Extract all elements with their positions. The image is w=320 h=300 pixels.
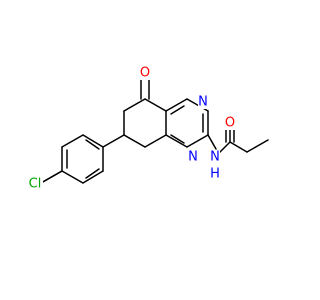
bond [246,139,269,153]
bond [40,170,63,184]
bond [207,134,217,150]
bond-aromatic-inner [170,105,185,115]
bond [123,134,146,148]
atom-h-amide: H [210,167,220,182]
bond [165,134,188,148]
atom-n-ring-lower: N [188,150,198,165]
atom-o-amide: O [225,116,235,131]
bond [61,134,84,148]
bond-lines [40,79,269,184]
atom-cl: Cl [29,177,42,192]
atom-o-ketone: O [140,66,150,81]
bond [102,134,125,148]
bond-aromatic-inner [170,134,185,144]
bond [218,141,231,154]
bond [82,170,104,184]
atom-n-amide: N [210,150,220,165]
atom-n-ring-upper: N [198,95,208,110]
bond [82,134,104,148]
bond [61,170,84,184]
bond [165,98,188,112]
bond [144,98,167,112]
atom-labels: O N N O N H Cl [27,66,235,192]
molecule-structure-canvas: O N N O N H Cl [27,65,269,192]
bond-aromatic-inner [85,168,100,179]
bond-aromatic-inner [85,139,100,150]
molecule-structure-diagram: O N N O N H Cl [27,66,269,192]
bond [144,134,167,148]
bond [123,98,146,112]
bond [186,134,209,148]
bond [229,141,248,153]
